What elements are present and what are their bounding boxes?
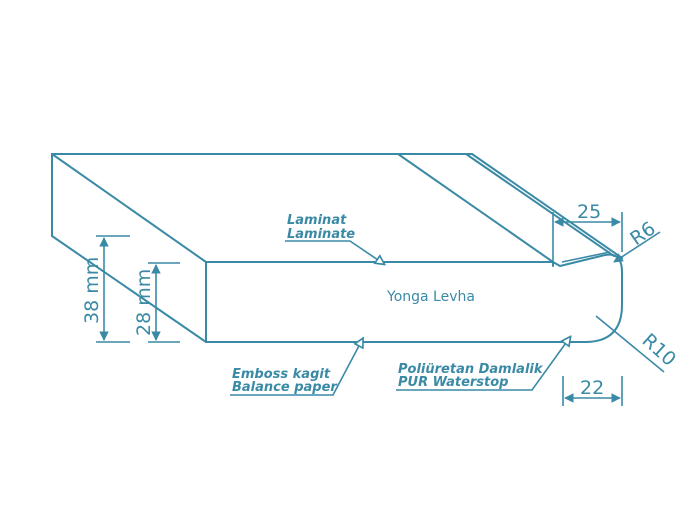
dim-22-label: 22 [580, 377, 604, 399]
balance-paper-leader [230, 342, 361, 396]
pur-leader [396, 340, 568, 391]
laminate-callout: Laminat Laminate [285, 213, 381, 262]
pur-label-en: PUR Waterstop [398, 375, 508, 390]
emboss-label-en: Balance paper [232, 380, 338, 395]
dim-25-label: 25 [577, 201, 601, 223]
left-bottom-diagonal [51, 235, 207, 343]
dimension-25: 25 [552, 201, 623, 262]
front-bottom-edge [205, 304, 623, 343]
pur-waterstop-callout: Poliüretan Damlalik PUR Waterstop [396, 340, 568, 391]
right-diagonal-outer [471, 153, 623, 259]
top-surface-diagonal [397, 153, 554, 263]
dim-r6-label: R6 [626, 218, 659, 251]
dimension-r6: R6 [613, 218, 661, 263]
laminate-leader [285, 240, 381, 262]
pur-label-tr: Poliüretan Damlalik [398, 362, 544, 377]
chipboard-label: Yonga Levha [386, 289, 475, 305]
dim-38-label: 38 mm [81, 257, 103, 324]
dimension-r10: R10 [595, 315, 681, 373]
dimension-22: 22 [562, 376, 623, 406]
laminat-label-en: Laminate [287, 227, 355, 242]
left-top-diagonal [51, 153, 207, 263]
laminat-label-tr: Laminat [287, 213, 347, 228]
dim-28-label: 28 mm [133, 269, 155, 336]
balance-paper-callout: Emboss kagit Balance paper [230, 342, 361, 396]
dim-r10-label: R10 [638, 329, 681, 370]
bevel-shade-line [561, 251, 611, 263]
dim-r6-leader [613, 231, 661, 263]
emboss-label-tr: Emboss kagit [232, 367, 331, 382]
right-diagonal-inner [465, 153, 615, 257]
dimension-28mm: 28 mm [133, 262, 180, 343]
dim-r10-leader [595, 315, 665, 373]
dimension-38mm: 38 mm [81, 235, 130, 343]
